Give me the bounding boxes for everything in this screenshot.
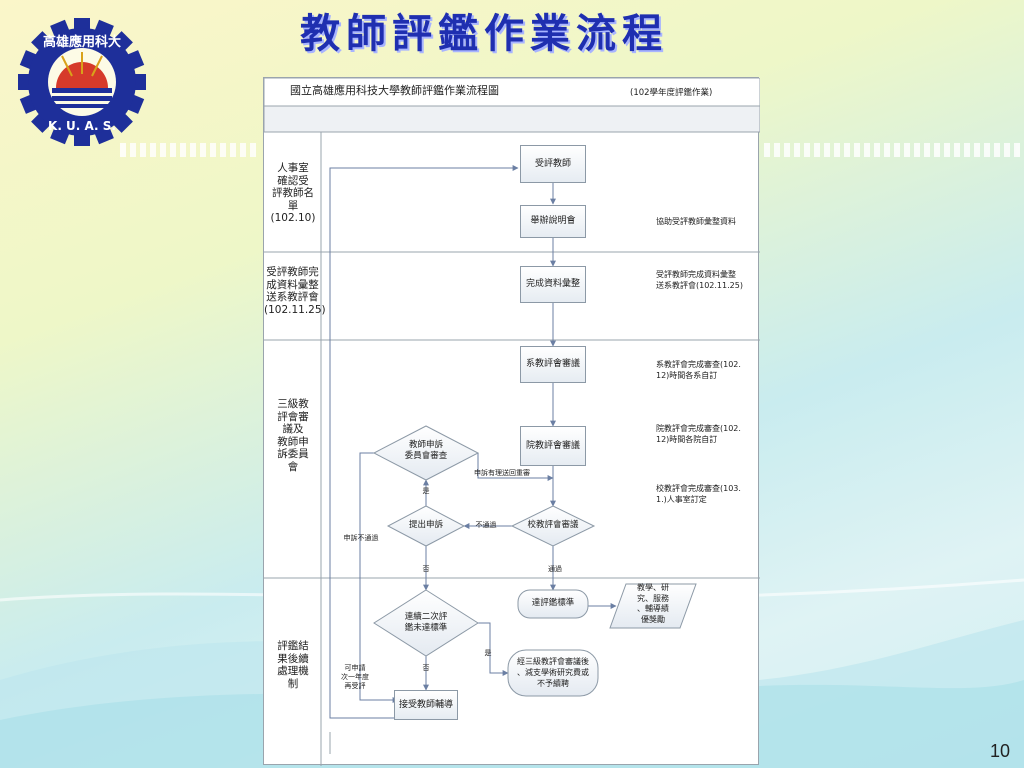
edge-label-reapply: 可申請 次一年度 再受評 [341,664,369,690]
file-appeal-label: 提出申訴 [408,520,443,530]
edge-label-appeal-rejected: 申訴不通過 [343,534,379,542]
note-dept-done: 系教評會完成審查(102. 12)時間各系自訂 [656,360,741,380]
slide-title: 教師評鑑作業流程 [300,10,668,57]
dept-review-node: 系教評會審議 [520,346,586,383]
note-univ-done: 校教評會完成審查(103. 1.)人事室訂定 [656,484,741,504]
edge-label-no: 否 [422,565,430,573]
univ-review-diamond [510,505,596,547]
edge-label-appeal-upheld: 申訴有理送回重審 [474,469,530,477]
flowchart-title: 國立高雄應用科技大學教師評鑑作業流程圖 [290,84,499,97]
penalty-node [507,649,599,697]
phase-label: 人事室 確認受 評教師名 單 (102.10) [270,162,316,224]
appeal-committee-label: 教師申訴 委員會審查 [404,440,448,461]
meet-standard-label: 達評鑑標準 [531,598,575,608]
phase-label: 受評教師完 成資料彙整 送系教評會 (102.11.25) [264,266,326,316]
edge [359,452,399,703]
phase-label: 三級教 評會審 議及 教師申 訴委員 會 [277,398,309,473]
flowchart-panel: 國立高雄應用科技大學教師評鑑作業流程圖 (102學年度評鑑作業) 人事室 確認受… [263,77,760,766]
stripe-decoration-left [120,143,256,157]
note-college-done: 院教評會完成審查(102. 12)時間各院自訂 [656,424,741,444]
meet-standard-node [517,589,589,619]
edge-label-pass: 通過 [548,565,562,573]
logo-bottom-text: K. U. A. S. [48,119,116,133]
teacher-node: 受評教師 [520,145,586,183]
university-logo: 高雄應用科大 K. U. A. S. [16,16,148,148]
penalty-label: 經三級教評會審議後 、減支學術研究費或 不予續聘 [517,657,589,688]
award-label: 教學、研 究、服務 、輔導績 優獎勵 [637,583,669,624]
two-fail-diamond [373,589,479,657]
edge-label-no: 否 [422,664,430,672]
edge-label-yes: 是 [422,487,430,495]
edge-label-not-pass: 不通過 [475,521,497,529]
phase-label: 評鑑結 果後續 處理機 制 [277,640,309,690]
stripe-decoration-right [764,143,1020,157]
award-parallelogram [609,583,697,629]
flowchart-subtitle: (102學年度評鑑作業) [630,88,713,98]
college-review-node: 院教評會審議 [520,426,586,466]
logo-top-text: 高雄應用科大 [43,34,121,50]
edge-label-yes: 是 [484,649,492,657]
briefing-node: 舉辦說明會 [520,205,586,238]
file-appeal-diamond [386,505,466,547]
edge [478,622,509,676]
note-assist: 協助受評教師彙整資料 [656,217,736,226]
appeal-committee-diamond [372,425,480,481]
page-number: 10 [989,741,1010,761]
compile-node: 完成資料彙整 [520,266,586,303]
note-submit: 受評教師完成資料彙整 送系教評會(102.11.25) [656,270,743,290]
counseling-node: 接受教師輔導 [394,690,458,720]
header-row-2 [264,105,760,133]
edge [329,165,519,719]
univ-review-label: 校教評會審議 [527,520,579,530]
flowchart-svg [264,78,760,766]
two-fail-label: 連續二次評 鑑未達標準 [404,612,448,633]
edge [477,453,554,481]
